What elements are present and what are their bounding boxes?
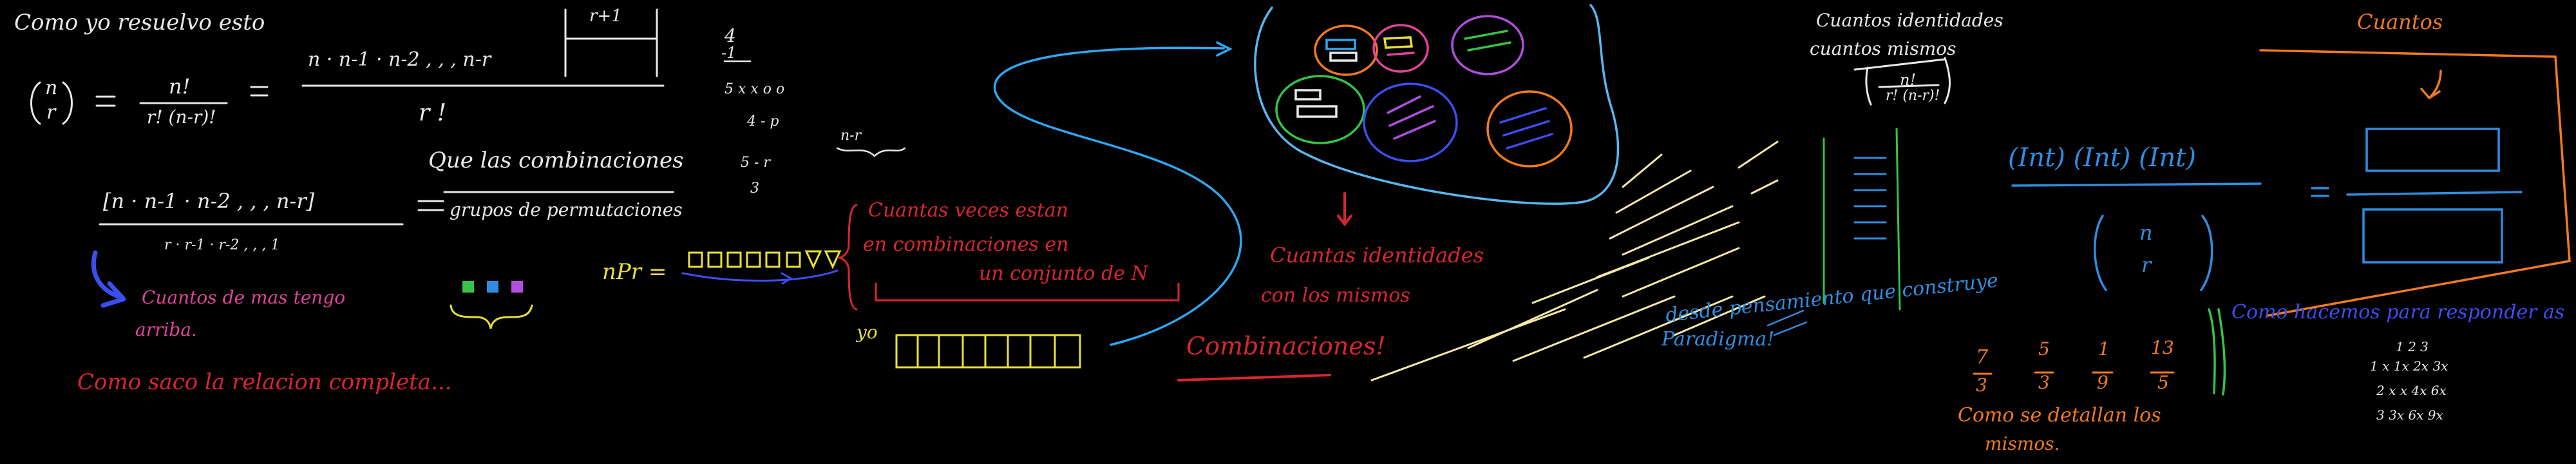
formula-numerator: n! [169, 74, 191, 99]
table-row-2: 2 x x 4x 6x [2376, 383, 2447, 398]
fraction1-numerator: 7 [1976, 346, 1989, 369]
cuantas-veces-line1: Cuantas veces estan [868, 199, 1068, 222]
con-los-mismos-red: con los mismos [1261, 284, 1410, 307]
combinaciones-label: Combinaciones! [1186, 332, 1386, 360]
red-arrow-icon [1177, 192, 1352, 382]
side-four: 4 [724, 25, 736, 46]
fraction-bars [1973, 371, 2175, 375]
side-row: 5 x x o o [724, 81, 785, 97]
table-header: 1 2 3 [2396, 339, 2429, 354]
npr-slots [688, 250, 842, 269]
hatch-lines [1370, 140, 1779, 382]
como-saco-la-relacion: Como saco la relacion completa... [77, 369, 452, 395]
yo-slots [895, 334, 1081, 369]
npr-label: nPr = [602, 259, 667, 285]
big-binom-n: n [2139, 220, 2153, 245]
expanded-denominator: r ! [419, 100, 447, 126]
paradigma-marks [1766, 309, 1808, 336]
bracket-numerator: [n · n-1 · n-2 , , , n-r] [103, 189, 315, 213]
mismos-label: mismos. [1985, 433, 2060, 454]
paradigma-label: Paradigma! [1662, 328, 1775, 351]
side-minus-one: -1 [721, 44, 737, 62]
side-three: 3 [750, 180, 759, 197]
cuantos-orange-label: Cuantos [2357, 10, 2443, 34]
side-four-p: 4 - p [747, 113, 779, 130]
sets-cluster [1254, 4, 1620, 205]
que-las-combinaciones: Que las combinaciones [428, 148, 684, 173]
fraction4-numerator: 13 [2151, 337, 2174, 358]
side-n-r: n-r [840, 128, 862, 144]
como-se-detallan: Como se detallan los [1958, 404, 2161, 427]
como-hacemos-para-responder: Como hacemos para responder as [2231, 301, 2565, 324]
permutation-ratio-lines [99, 191, 674, 226]
fraction4-denominator: 5 [2157, 372, 2169, 393]
cyan-connector-curve [993, 41, 1242, 346]
colored-squares [450, 281, 533, 329]
yo-label: yo [857, 322, 878, 343]
expanded-numerator: n · n-1 · n-2 , , , n-r [308, 48, 491, 71]
fraction3-numerator: 1 [2098, 338, 2110, 360]
side-sum-marks [723, 60, 906, 157]
red-brace [837, 204, 1180, 311]
binomial-formula [30, 8, 665, 125]
side-five-r: 5 - r [741, 155, 770, 171]
table-row-3: 3 3x 6x 9x [2376, 407, 2443, 423]
int-expression: (Int) (Int) (Int) [2008, 143, 2196, 173]
green-stack [1823, 57, 1951, 311]
npr-underline [681, 269, 838, 285]
table-row-1: 1 x 1x 2x 3x [2370, 358, 2448, 374]
mini-fraction-denominator: r! (n-r)! [1886, 88, 1940, 104]
binom-r: r [46, 101, 56, 124]
cuantos-mismos-white: cuantos mismos [1810, 38, 1956, 59]
orange-frame [2011, 49, 2571, 396]
cuantas-veces-line3: un conjunto de N [979, 262, 1148, 285]
arriba: arriba. [135, 319, 197, 340]
blue-arrow-icon [91, 250, 126, 308]
cuantas-identidades-red: Cuantas identidades [1270, 243, 1484, 267]
grupos-de-permutaciones: grupos de permutaciones [450, 199, 683, 220]
formula-denominator: r! (n-r)! [147, 106, 216, 128]
bracket-denominator: r · r-1 · r-2 , , , 1 [164, 237, 280, 253]
r-plus-one: r+1 [589, 6, 622, 26]
equals-sign: = [2312, 175, 2313, 176]
title-como-yo-resuelvo: Como yo resuelvo esto [14, 10, 265, 35]
big-binom-r: r [2141, 253, 2152, 277]
cuantos-de-mas-tengo: Cuantos de mas tengo [142, 287, 346, 308]
fraction3-denominator: 9 [2097, 372, 2108, 393]
fraction1-denominator: 3 [1976, 374, 1987, 396]
fraction2-denominator: 3 [2038, 372, 2050, 393]
binom-n: n [45, 77, 58, 99]
cuantos-identidades-white: Cuantos identidades [1816, 10, 2003, 31]
fraction2-numerator: 5 [2038, 338, 2050, 360]
mini-fraction-numerator: n! [1900, 71, 1917, 89]
cuantas-veces-line2: en combinaciones en [863, 233, 1069, 256]
